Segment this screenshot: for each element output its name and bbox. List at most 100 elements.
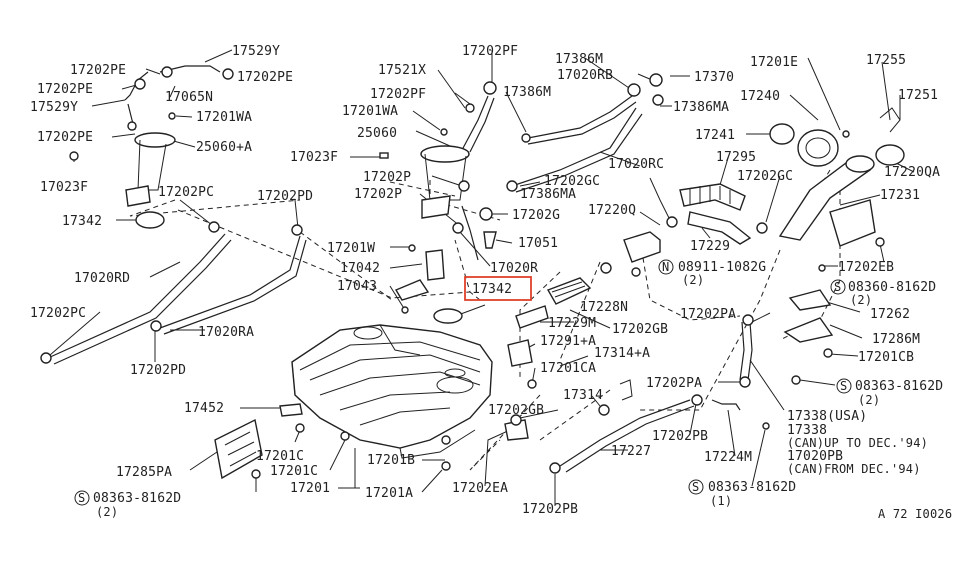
- label-17291a[interactable]: 17291+A: [540, 334, 596, 349]
- label-17386ma-top[interactable]: 17386MA: [673, 100, 729, 115]
- label-17286m[interactable]: 17286M: [872, 332, 920, 347]
- label-17240[interactable]: 17240: [740, 89, 780, 104]
- label-17338-usa[interactable]: 17338(USA): [787, 409, 867, 424]
- label-17065n[interactable]: 17065N: [165, 90, 213, 105]
- label-17202gc-right[interactable]: 17202GC: [737, 169, 793, 184]
- label-17241[interactable]: 17241: [695, 128, 735, 143]
- label-17023f-left[interactable]: 17023F: [40, 180, 88, 195]
- label-25060[interactable]: 25060: [357, 126, 397, 141]
- label-17201e[interactable]: 17201E: [750, 55, 798, 70]
- label-17529y-top[interactable]: 17529Y: [232, 44, 280, 59]
- screw-icon-letter: S: [834, 280, 841, 294]
- label-17020pb-can-note: (CAN)FROM DEC.'94): [787, 462, 921, 476]
- label-17255[interactable]: 17255: [866, 53, 906, 68]
- label-17023f[interactable]: 17023F: [290, 150, 338, 165]
- label-17202pe-4[interactable]: 17202PE: [37, 130, 93, 145]
- label-17201c-2[interactable]: 17201C: [270, 464, 318, 479]
- label-17202p-1[interactable]: 17202P: [363, 170, 411, 185]
- label-08360-8162d[interactable]: 08360-8162D: [848, 280, 936, 295]
- label-17202pb-bottom[interactable]: 17202PB: [522, 502, 578, 517]
- label-17020rd[interactable]: 17020RD: [74, 271, 130, 286]
- label-17202pd-top[interactable]: 17202PD: [257, 189, 313, 204]
- label-17201wa-left[interactable]: 17201WA: [196, 110, 252, 125]
- screw-icon: [74, 490, 90, 506]
- label-17342-highlighted[interactable]: 17342: [472, 282, 512, 297]
- label-17201b[interactable]: 17201B: [367, 453, 415, 468]
- nut-icon-letter: N: [662, 260, 669, 274]
- label-17314[interactable]: 17314: [563, 388, 603, 403]
- label-25060a[interactable]: 25060+A: [196, 140, 252, 155]
- label-17202ea[interactable]: 17202EA: [452, 481, 508, 496]
- label-17202pf-top[interactable]: 17202PF: [462, 44, 518, 59]
- label-17201w[interactable]: 17201W: [327, 241, 375, 256]
- label-17231[interactable]: 17231: [880, 188, 920, 203]
- label-17202eb[interactable]: 17202EB: [838, 260, 894, 275]
- label-17202pb[interactable]: 17202PB: [652, 429, 708, 444]
- label-17201[interactable]: 17201: [290, 481, 330, 496]
- label-17529y[interactable]: 17529Y: [30, 100, 78, 115]
- label-17220qa[interactable]: 17220QA: [884, 165, 940, 180]
- label-17202pe-1[interactable]: 17202PE: [70, 63, 126, 78]
- label-17262[interactable]: 17262: [870, 307, 910, 322]
- label-17202pc-bottom[interactable]: 17202PC: [30, 306, 86, 321]
- label-17342-left[interactable]: 17342: [62, 214, 102, 229]
- label-17202gc[interactable]: 17202GC: [544, 174, 600, 189]
- label-08911-1082g[interactable]: 08911-1082G: [678, 260, 766, 275]
- label-17051[interactable]: 17051: [518, 236, 558, 251]
- label-17202gb-top[interactable]: 17202GB: [612, 322, 668, 337]
- leader-lines: [49, 49, 915, 506]
- label-17202pd-bottom[interactable]: 17202PD: [130, 363, 186, 378]
- label-17201cb[interactable]: 17201CB: [858, 350, 914, 365]
- label-17202gb-bottom[interactable]: 17202GB: [488, 403, 544, 418]
- label-17386ma[interactable]: 17386MA: [520, 187, 576, 202]
- label-17224m[interactable]: 17224M: [704, 450, 752, 465]
- fuel-tank: [291, 324, 493, 459]
- label-17521x[interactable]: 17521X: [378, 63, 426, 78]
- label-17285pa[interactable]: 17285PA: [116, 465, 172, 480]
- label-08363-8162d-bottom[interactable]: 08363-8162D: [708, 480, 796, 495]
- label-17202pe-3[interactable]: 17202PE: [37, 82, 93, 97]
- label-17227[interactable]: 17227: [611, 444, 651, 459]
- label-17202pc-top[interactable]: 17202PC: [158, 185, 214, 200]
- label-17229m[interactable]: 17229M: [548, 316, 596, 331]
- label-qty-right: (2): [858, 393, 880, 407]
- nut-icon: [658, 259, 674, 275]
- label-17201wa[interactable]: 17201WA: [342, 104, 398, 119]
- label-17201ca[interactable]: 17201CA: [540, 361, 596, 376]
- label-17386m-mid[interactable]: 17386M: [503, 85, 551, 100]
- label-17020rb[interactable]: 17020RB: [557, 68, 613, 83]
- label-17228n[interactable]: 17228N: [580, 300, 628, 315]
- label-17229[interactable]: 17229: [690, 239, 730, 254]
- label-17202pe-2[interactable]: 17202PE: [237, 70, 293, 85]
- label-08363-8162d-right[interactable]: 08363-8162D: [855, 379, 943, 394]
- label-17201a[interactable]: 17201A: [365, 486, 413, 501]
- label-17020rc[interactable]: 17020RC: [608, 157, 664, 172]
- label-17020pb[interactable]: 17020PB: [787, 449, 843, 464]
- figure-code: A 72 I0026: [878, 507, 952, 521]
- label-17042[interactable]: 17042: [340, 261, 380, 276]
- label-17386m-top[interactable]: 17386M: [555, 52, 603, 67]
- label-17202p-2[interactable]: 17202P: [354, 187, 402, 202]
- label-qty-08911: (2): [682, 273, 704, 287]
- label-17220q[interactable]: 17220Q: [588, 203, 636, 218]
- label-17452[interactable]: 17452: [184, 401, 224, 416]
- label-17020r[interactable]: 17020R: [490, 261, 538, 276]
- screw-icon-letter: S: [78, 491, 85, 505]
- label-08363-8162d-left[interactable]: 08363-8162D: [93, 491, 181, 506]
- clamps: [40, 66, 885, 479]
- label-17295[interactable]: 17295: [716, 150, 756, 165]
- label-17370[interactable]: 17370: [694, 70, 734, 85]
- label-17202pa[interactable]: 17202PA: [646, 376, 702, 391]
- label-qty-08360: (2): [850, 293, 872, 307]
- label-17338[interactable]: 17338: [787, 423, 827, 438]
- label-17202pa-top[interactable]: 17202PA: [680, 307, 736, 322]
- label-17251[interactable]: 17251: [898, 88, 938, 103]
- label-17314a[interactable]: 17314+A: [594, 346, 650, 361]
- label-17020ra[interactable]: 17020RA: [198, 325, 254, 340]
- label-17043[interactable]: 17043: [337, 279, 377, 294]
- screw-icon: [836, 378, 852, 394]
- label-17202pf[interactable]: 17202PF: [370, 87, 426, 102]
- label-17201c-1[interactable]: 17201C: [256, 449, 304, 464]
- screw-icon: [688, 479, 704, 495]
- label-17202g[interactable]: 17202G: [512, 208, 560, 223]
